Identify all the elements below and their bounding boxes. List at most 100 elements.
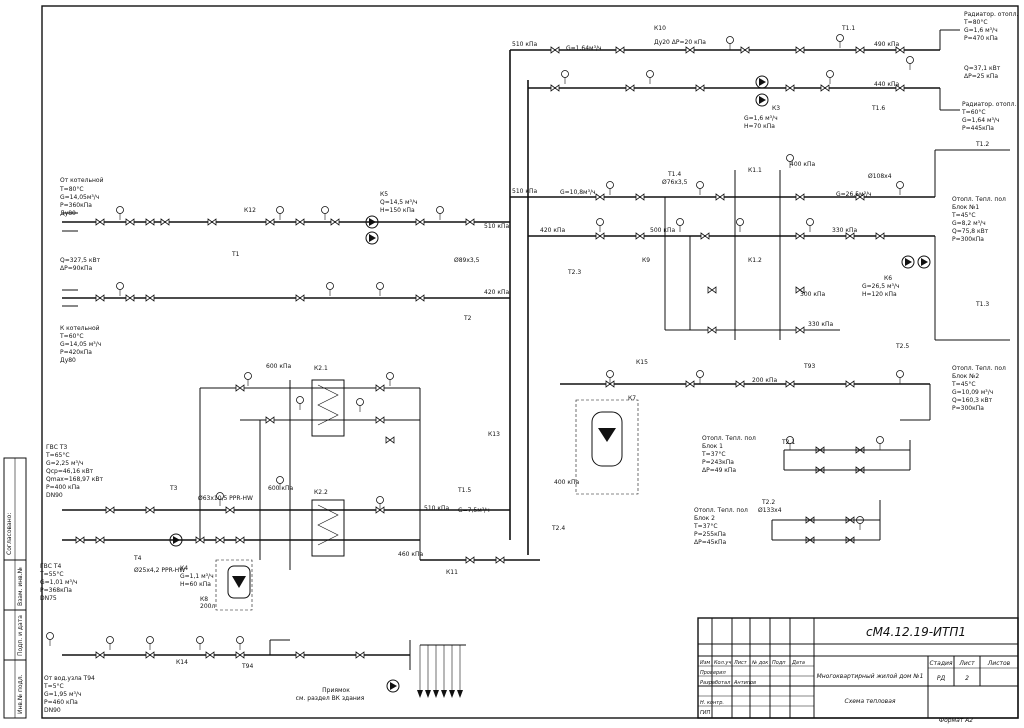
misc-label: К14: [176, 659, 188, 666]
valve-icon: [595, 232, 605, 240]
gauge-icon: [606, 370, 614, 378]
object-name: Многоквартирный жилой дом №1: [817, 673, 924, 680]
valve-icon: [295, 218, 305, 226]
valve-icon: [160, 218, 170, 226]
gauge-icon: [896, 181, 904, 189]
pressure-label: 300 кПа: [800, 291, 825, 298]
floor1-line: G=8,2 м³/ч: [952, 220, 986, 227]
valve-icon: [550, 84, 560, 92]
misc-label: Т1.3: [975, 301, 989, 308]
hdr-list: Лист: [733, 660, 748, 666]
return-title: К котельной: [60, 325, 100, 332]
pump-label: H=70 кПа: [744, 123, 775, 130]
misc-label: G=1,64м³/ч: [566, 45, 602, 52]
block1-line: ΔP=49 кПа: [702, 467, 736, 474]
misc-label: Ø76x3,5: [662, 179, 688, 186]
gauge-icon: [296, 396, 304, 404]
side-stamp: Согласовано: Взам. инв.№ Подп. и дата Ин…: [3, 457, 27, 719]
pump-icon: [365, 231, 379, 245]
rad-return-line: P=445кПа: [962, 125, 994, 132]
valve-icon: [615, 46, 625, 54]
scatter-labels: 510 кПа 510 кПа 420 кПа 420 кПа 600 кПа …: [133, 25, 989, 670]
block1-line: P=243кПа: [702, 459, 734, 466]
misc-label: Т3: [169, 485, 178, 492]
pressure-label: 400 кПа: [790, 161, 815, 168]
gauge-icon: [646, 70, 654, 78]
pressure-label: 600 кПа: [266, 363, 291, 370]
pressure-label: 460 кПа: [398, 551, 423, 558]
col-sheets: Листов: [987, 660, 1011, 667]
floor2-line: P=300кПа: [952, 405, 984, 412]
valve-icon: [225, 506, 235, 514]
misc-label: Ø108x4: [868, 173, 892, 180]
pressure-label: 600 кПа: [268, 485, 293, 492]
misc-label: К9: [642, 257, 650, 264]
misc-label: К1.2: [748, 257, 762, 264]
misc-label: К2.2: [314, 489, 328, 496]
rad-return-line: T=60°C: [961, 109, 986, 116]
floor2-line: T=45°C: [951, 381, 976, 388]
supply-param: Ду80: [60, 210, 76, 217]
valve-icon: [415, 294, 425, 302]
gvs-t3-info: ГВС Т3 T=65°C G=2,25 м³/ч Qср=46,16 кВт …: [45, 444, 103, 499]
gauge-icon: [826, 70, 834, 78]
valve-icon: [125, 294, 135, 302]
pressure-label: 510 кПа: [512, 41, 537, 48]
valve-icon: [685, 380, 695, 388]
pump-label: К4: [180, 565, 188, 572]
misc-label: Т2.2: [761, 499, 775, 506]
pressure-label: 510 кПа: [512, 188, 537, 195]
valve-icon: [795, 232, 805, 240]
gauge-icon: [806, 218, 814, 226]
pump-icon: [755, 75, 769, 89]
supply-title: От котельной: [60, 177, 104, 184]
valve-icon: [700, 232, 710, 240]
gauge-icon: [116, 206, 124, 214]
valve-icon: [415, 218, 425, 226]
valve-icon: [635, 193, 645, 201]
valves: [75, 46, 905, 659]
gauge-icon: [876, 436, 884, 444]
hdr-podp: Подп: [772, 660, 786, 666]
misc-label: К12: [244, 207, 256, 214]
block2-info: Отопл. Тепл. пол Блок 2 T=37°C P=255кПа …: [693, 507, 748, 546]
valve-icon: [495, 556, 505, 564]
gauge-icon: [106, 636, 114, 644]
dhw-tank-k8: [227, 565, 251, 599]
valve-icon: [235, 384, 245, 392]
pump-label: H=60 кПа: [180, 581, 211, 588]
valve-icon: [145, 651, 155, 659]
misc-label: G=10,8м³/ч: [560, 189, 596, 196]
pump-label: G=1,1 м³/ч: [180, 573, 214, 580]
valve-icon: [95, 294, 105, 302]
heat-exchanger-k2-1: [311, 379, 345, 437]
misc-label: G=7,5м³/ч: [458, 507, 490, 514]
gauge-icon: [561, 70, 569, 78]
gauge-icon: [326, 282, 334, 290]
valve-icon: [465, 556, 475, 564]
valve-icon: [235, 536, 245, 544]
pump-icon: [755, 93, 769, 107]
water-param: P=460 кПа: [44, 699, 78, 706]
pressure-label: 400 кПа: [554, 479, 579, 486]
misc-label: Ø25x4,2 PPR-HW: [134, 567, 185, 574]
valve-icon: [595, 193, 605, 201]
valve-icon: [707, 326, 717, 334]
pressure-label: 330 кПа: [808, 321, 833, 328]
valve-icon: [375, 384, 385, 392]
water-param: G=1,95 м³/ч: [44, 691, 81, 698]
misc-label: Ду20 ΔP=20 кПа: [654, 39, 706, 46]
drain-arrows: [417, 644, 466, 698]
pumps: [169, 75, 931, 693]
misc-label: К13: [488, 431, 500, 438]
pump-icon: [917, 255, 931, 269]
valve-icon: [707, 286, 717, 294]
valve-icon: [355, 651, 365, 659]
valve-icon: [95, 651, 105, 659]
valve-icon: [205, 651, 215, 659]
valve-icon: [207, 218, 217, 226]
gvs-t4-param: G=1,01 м³/ч: [40, 579, 77, 586]
floor1-line: Блок №1: [952, 204, 979, 211]
floor2-line: Блок №2: [952, 373, 979, 380]
